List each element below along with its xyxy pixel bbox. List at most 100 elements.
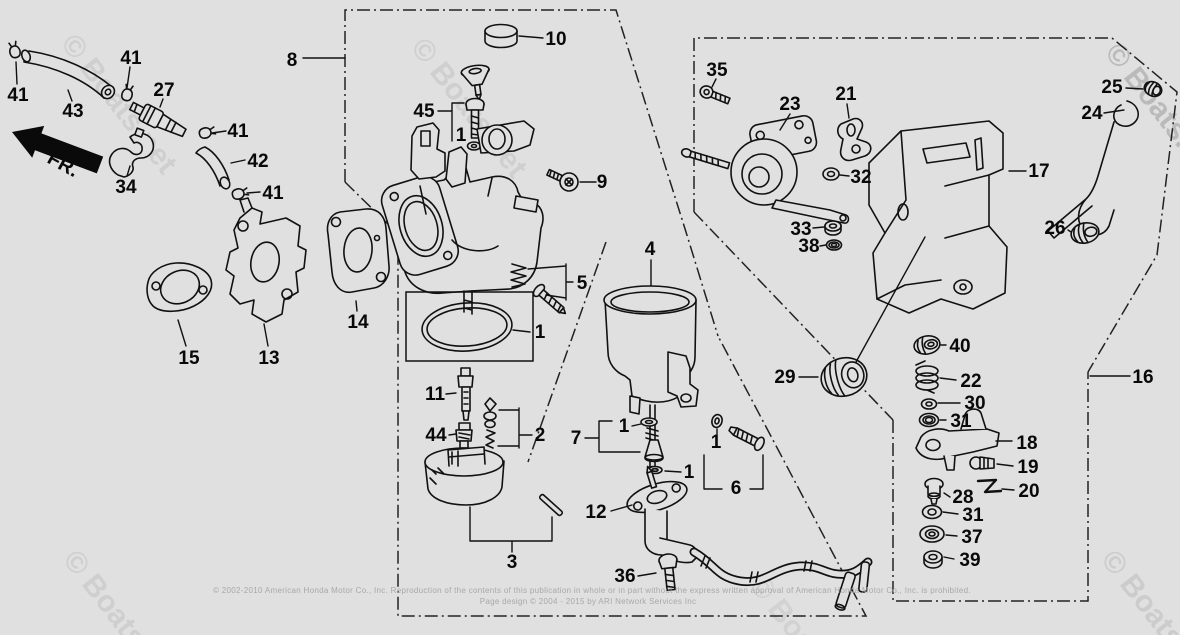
boundary-diagonal [693, 211, 894, 421]
part-stop-screw-6 [711, 413, 765, 452]
part-screw-35 [699, 85, 731, 105]
part-label-14: 14 [347, 312, 369, 333]
part-label-39: 39 [959, 550, 980, 571]
part-pilot-screw-7 [640, 417, 664, 475]
part-spring-22 [915, 360, 939, 394]
fr-indicator: FR. [12, 125, 104, 182]
part-float-3 [424, 446, 505, 506]
part-choke-rod-24 [1047, 100, 1139, 239]
part-label-33: 33 [790, 219, 811, 240]
part-label-41: 41 [7, 85, 29, 106]
part-label-4: 4 [645, 239, 656, 260]
part-main-jet-44 [455, 422, 473, 449]
part-label-27: 27 [153, 80, 174, 101]
part-spring-5 [510, 263, 527, 288]
part-label-8: 8 [287, 50, 298, 71]
part-bolt-45 [465, 97, 485, 139]
part-label-15: 15 [178, 348, 200, 369]
boundary-box-16 [892, 372, 1089, 602]
part-label-43: 43 [62, 101, 83, 122]
part-label-45: 45 [413, 101, 435, 122]
footer-page-design: Page design © 2004 - 2015 by ARI Network… [480, 597, 697, 606]
part-clip-41-a [6, 40, 23, 60]
part-label-13: 13 [258, 348, 279, 369]
part-gasket-15 [146, 262, 213, 313]
part-label-1: 1 [619, 416, 630, 437]
part-cap-10 [484, 23, 518, 49]
part-label-1: 1 [684, 462, 695, 483]
part-label-11: 11 [425, 384, 446, 405]
part-float-pin [538, 493, 564, 517]
part-label-20: 20 [1018, 481, 1039, 502]
part-valve-seat-45 [460, 64, 490, 101]
part-label-28: 28 [952, 487, 973, 508]
part-label-40: 40 [949, 336, 970, 357]
part-washer-32 [822, 167, 840, 181]
boundary-box-topright [693, 37, 1178, 373]
part-washer-31-a [918, 412, 940, 428]
part-label-17: 17 [1028, 161, 1049, 182]
part-fuel-valve-27 [128, 101, 187, 138]
part-washer-37 [919, 525, 945, 543]
part-label-30: 30 [964, 393, 985, 414]
part-label-38: 38 [798, 236, 819, 257]
part-valve-19 [969, 456, 995, 470]
part-fuel-tube-43 [20, 49, 116, 100]
part-fuel-hose [689, 547, 873, 611]
part-label-31: 31 [962, 505, 984, 526]
part-label-5: 5 [577, 273, 588, 294]
part-insulator-13 [225, 197, 307, 323]
part-label-1: 1 [456, 125, 467, 146]
part-choke-cam-21 [837, 117, 872, 162]
part-label-19: 19 [1017, 457, 1038, 478]
part-label-36: 36 [614, 566, 635, 587]
watermark: © Boats.net [56, 544, 185, 635]
part-gasket-ring-1 [405, 291, 534, 362]
part-tube-clamp-34 [108, 127, 155, 178]
part-screw-9 [546, 168, 579, 192]
part-label-34: 34 [115, 177, 137, 198]
part-label-42: 42 [247, 151, 268, 172]
part-label-9: 9 [597, 172, 608, 193]
parts-artwork [6, 23, 1163, 611]
part-bolt-36 [658, 553, 678, 592]
part-bracket-17 [868, 120, 1008, 314]
part-fuel-tube-42 [195, 146, 231, 190]
part-label-21: 21 [835, 84, 857, 105]
boundary-box-8 [344, 9, 719, 337]
part-grommet-40 [913, 335, 941, 355]
part-label-16: 16 [1132, 367, 1153, 388]
footer: © 2002-2010 American Honda Motor Co., In… [213, 586, 971, 606]
part-label-22: 22 [960, 371, 981, 392]
part-label-2: 2 [535, 425, 546, 446]
part-label-1: 1 [711, 432, 722, 453]
part-label-41: 41 [120, 48, 142, 69]
part-gasket-14 [326, 208, 390, 294]
part-washer-31-b [921, 504, 943, 520]
leader-lines [15, 35, 1144, 577]
part-label-25: 25 [1101, 77, 1123, 98]
part-washer-1-a [466, 141, 482, 151]
part-label-10: 10 [545, 29, 566, 50]
part-label-26: 26 [1044, 218, 1065, 239]
part-label-1: 1 [535, 322, 546, 343]
part-cap-25 [1143, 80, 1163, 98]
part-grommet-26 [1070, 221, 1100, 245]
part-label-31: 31 [950, 411, 972, 432]
part-float-arm-18 [915, 408, 1000, 471]
part-nut-33 [824, 220, 842, 236]
part-label-23: 23 [779, 94, 800, 115]
part-label-3: 3 [507, 552, 518, 573]
part-label-32: 32 [850, 167, 871, 188]
part-label-6: 6 [731, 478, 742, 499]
part-label-37: 37 [961, 527, 982, 548]
part-needle-set-2 [483, 397, 497, 449]
part-label-12: 12 [585, 502, 606, 523]
part-emulsion-tube-11 [457, 367, 474, 421]
part-washer-38 [825, 239, 843, 251]
part-label-44: 44 [425, 425, 447, 446]
part-valve-28 [924, 477, 944, 505]
